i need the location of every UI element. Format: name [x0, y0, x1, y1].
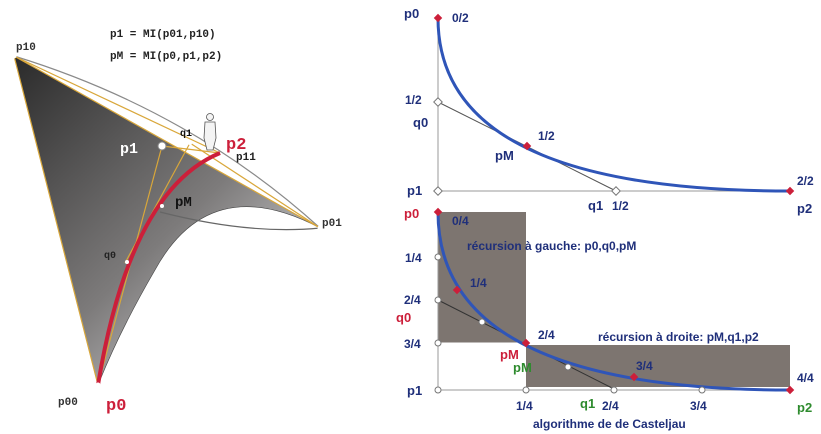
p2-marker-bottom	[785, 385, 795, 395]
label-q0-top: q0	[413, 115, 428, 130]
bottom-right-diagram: p0 0/4 récursion à gauche: p0,q0,pM 1/4 …	[396, 206, 814, 431]
y24-point	[434, 296, 442, 304]
p1-point	[157, 141, 167, 151]
p2-marker	[785, 186, 795, 196]
p1-marker	[433, 186, 443, 196]
label-p0-top: p0	[404, 6, 419, 21]
mid-point-1	[478, 318, 486, 326]
x14-point	[522, 386, 530, 394]
label-half-bottom: 1/2	[612, 199, 629, 213]
p00-point	[95, 382, 101, 388]
label-pM-top: pM	[495, 148, 514, 163]
label-p11: p11	[236, 152, 256, 164]
q0-marker	[433, 97, 443, 107]
label-p01: p01	[322, 218, 342, 230]
label-half-mid: 1/2	[538, 129, 555, 143]
mid-point-2	[564, 363, 572, 371]
q1-point	[188, 141, 192, 145]
label-t2-top: 2/2	[797, 174, 814, 188]
y34-point	[434, 339, 442, 347]
caption: algorithme de de Casteljau	[533, 417, 686, 431]
label-p2-bottom: p2	[797, 400, 812, 415]
t14-marker	[452, 285, 462, 295]
label-pM-green: pM	[513, 360, 532, 375]
p0-marker-bottom	[433, 207, 443, 217]
q0-point	[125, 260, 129, 264]
label-p2-top: p2	[797, 201, 812, 216]
x34-point	[698, 386, 706, 394]
control-line	[161, 145, 221, 154]
label-y24: 2/4	[404, 293, 421, 307]
label-half-left: 1/2	[405, 93, 422, 107]
p01-point	[317, 225, 323, 231]
label-x14: 1/4	[516, 399, 533, 413]
red-curve	[96, 151, 221, 386]
label-p00: p00	[58, 397, 78, 409]
y14-point	[434, 253, 442, 261]
control-line	[13, 55, 221, 154]
label-p2: p2	[226, 136, 246, 155]
p1-point-bottom	[434, 386, 442, 394]
label-t3: 3/4	[636, 359, 653, 373]
label-q1: q1	[180, 129, 192, 140]
recursion-right-label: récursion à droite: pM,q1,p2	[598, 330, 759, 344]
pM-point	[160, 204, 164, 208]
label-y34: 3/4	[404, 337, 421, 351]
label-t0-top: 0/2	[452, 11, 469, 25]
label-p1-bottom: p1	[407, 383, 422, 398]
label-q0-bottom: q0	[396, 310, 411, 325]
t34-marker	[629, 372, 639, 382]
label-q1-bottom: q1	[580, 396, 595, 411]
label-pM: pM	[175, 195, 192, 211]
label-pM-red: pM	[500, 347, 519, 362]
label-p0-bottom: p0	[404, 206, 419, 221]
x24-point	[610, 386, 618, 394]
blue-curve	[436, 17, 791, 193]
label-p1: p1	[120, 141, 138, 158]
patch-inner-curve-2	[159, 211, 321, 231]
recursion-left-label: récursion à gauche: p0,q0,pM	[467, 239, 636, 253]
surface-patch	[13, 55, 321, 386]
label-p1-top: p1	[407, 183, 422, 198]
label-t1: 1/4	[470, 276, 487, 290]
p0-marker	[433, 13, 443, 23]
q1-marker	[611, 186, 621, 196]
pM-marker-bottom	[521, 338, 531, 348]
label-y14: 1/4	[405, 251, 422, 265]
label-x24: 2/4	[602, 399, 619, 413]
control-polygon	[13, 55, 99, 386]
label-q1-top: q1	[588, 198, 603, 213]
label-p0: p0	[106, 397, 126, 416]
label-p10: p10	[16, 42, 36, 54]
label-q0: q0	[104, 251, 116, 262]
formula-pM: pM = MI(p0,p1,p2)	[110, 51, 222, 63]
patch-inner-curve	[13, 55, 321, 229]
label-x34: 3/4	[690, 399, 707, 413]
left-patch-diagram: p1 = MI(p01,p10) pM = MI(p0,p1,p2) p10 p…	[11, 29, 342, 416]
label-t4: 4/4	[797, 371, 814, 385]
label-mid-24: 2/4	[538, 328, 555, 342]
label-t0-bottom: 0/4	[452, 214, 469, 228]
control-line	[13, 55, 321, 229]
person-figure	[203, 113, 217, 151]
formula-p1: p1 = MI(p01,p10)	[110, 29, 216, 41]
p10-point	[11, 53, 17, 59]
top-right-diagram: p0 0/2 1/2 q0 1/2 pM p1 q1 1/2 2/2 p2	[404, 6, 814, 216]
